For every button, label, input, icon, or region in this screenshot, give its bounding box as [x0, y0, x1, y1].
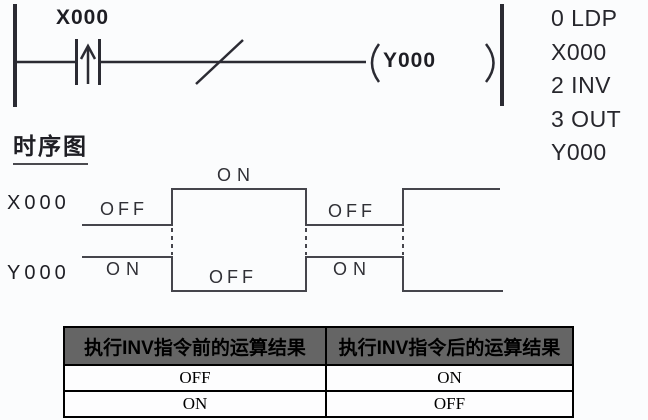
table-row: OFF ON: [63, 364, 574, 392]
coil-paren-close: [485, 43, 495, 83]
x000-signal-label: X000: [7, 192, 70, 214]
x000-state-off-1: OFF: [100, 199, 148, 219]
instruction-line: 0 LDP: [551, 5, 618, 31]
y000-state-on-1: ON: [106, 259, 145, 279]
y000-waveform: [82, 256, 503, 292]
coil-label: Y000: [383, 49, 437, 72]
instruction-list: 0 LDP X000 2 INV 3 OUT Y000: [551, 2, 621, 170]
table-cell-after: ON: [325, 364, 574, 392]
y000-state-off: OFF: [209, 267, 257, 287]
table-cell-before: ON: [63, 390, 327, 418]
table-cell-before: OFF: [63, 364, 327, 392]
table-row: ON OFF: [63, 390, 574, 418]
instruction-line: Y000: [551, 139, 607, 165]
instruction-line: X000: [551, 38, 607, 65]
instruction-line: 2 INV: [551, 72, 612, 98]
table-header-row: 执行INV指令前的运算结果 执行INV指令后的运算结果: [63, 326, 574, 366]
x000-waveform: [82, 188, 500, 226]
coil-paren-open: [370, 43, 381, 83]
x000-state-on: ON: [217, 165, 256, 185]
contact-label: X000: [56, 6, 110, 29]
table-header-after: 执行INV指令后的运算结果: [325, 326, 574, 366]
table-cell-after: OFF: [325, 390, 574, 418]
timing-diagram-title: 时序图: [13, 127, 88, 165]
inv-slash: [195, 39, 244, 85]
x000-state-off-2: OFF: [328, 201, 376, 221]
inv-result-table: 执行INV指令前的运算结果 执行INV指令后的运算结果 OFF ON ON OF…: [63, 326, 574, 418]
y000-state-on-2: ON: [333, 259, 372, 279]
table-header-before: 执行INV指令前的运算结果: [63, 326, 327, 366]
rising-edge-arrow-head: [79, 43, 97, 60]
instruction-line: 3 OUT: [551, 105, 622, 132]
y000-signal-label: Y000: [7, 262, 70, 284]
